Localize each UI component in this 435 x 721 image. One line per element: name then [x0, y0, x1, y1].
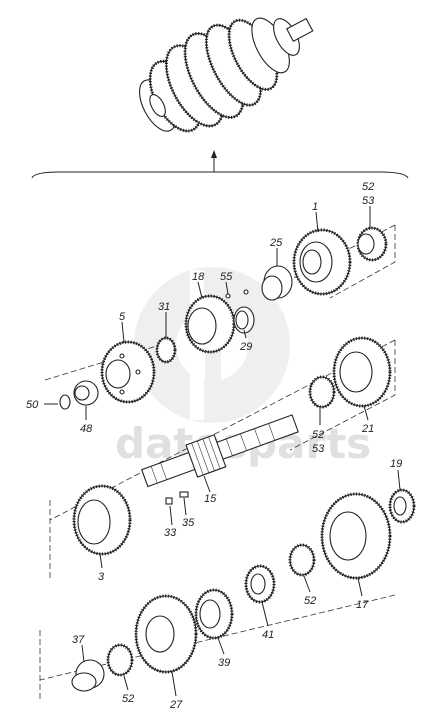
- label-15: 15: [204, 493, 217, 505]
- part-19-ring: [388, 488, 416, 524]
- part-52-needle-bearing-bottom: [106, 643, 134, 677]
- label-5: 5: [119, 311, 126, 323]
- part-18-gear: [184, 294, 236, 354]
- label-3: 3: [98, 571, 105, 583]
- label-27: 27: [169, 699, 183, 711]
- label-52-top: 52: [362, 181, 374, 193]
- label-18: 18: [192, 271, 205, 283]
- label-50: 50: [26, 399, 39, 411]
- label-31: 31: [158, 301, 170, 313]
- assembled-gear-stack: [139, 17, 314, 133]
- label-52-bottom: 52: [122, 693, 134, 705]
- label-53-middle: 53: [312, 443, 325, 455]
- part-50-circlip: [59, 394, 71, 410]
- part-48-bearing: [73, 380, 99, 406]
- assembly-pointer: [31, 150, 409, 179]
- part-55-pins: [225, 289, 249, 299]
- label-52-middle: 52: [312, 429, 324, 441]
- part-52-needle-bearing-top: [356, 226, 388, 262]
- label-19: 19: [390, 458, 402, 470]
- part-29-ring: [233, 306, 255, 334]
- label-25: 25: [269, 237, 283, 249]
- label-37: 37: [72, 634, 85, 646]
- part-27-gear: [134, 594, 198, 674]
- leader-lines: [44, 206, 401, 697]
- label-17: 17: [356, 599, 369, 611]
- label-35: 35: [182, 517, 195, 529]
- label-52-lower: 52: [304, 595, 316, 607]
- part-41-splined-ring: [244, 564, 276, 604]
- part-labels: 1 52 53 25 18 55 31 5 29 50 48 52 53 21 …: [26, 181, 402, 711]
- label-41: 41: [262, 629, 274, 641]
- label-21: 21: [361, 423, 374, 435]
- part-21-gear: [332, 336, 392, 408]
- label-1: 1: [312, 201, 318, 213]
- label-53-top: 53: [362, 195, 375, 207]
- part-52-needle-bearing-lower: [288, 543, 316, 577]
- part-5-synchro-hub: [100, 340, 156, 404]
- label-29: 29: [239, 341, 252, 353]
- label-39: 39: [218, 657, 230, 669]
- part-52-needle-bearing-middle: [308, 375, 336, 409]
- part-37-cup: [71, 659, 105, 692]
- part-15-shaft: [141, 414, 299, 488]
- label-55: 55: [220, 271, 233, 283]
- part-25-cone: [261, 265, 293, 301]
- part-33-35-pins: [165, 491, 189, 505]
- part-1-gear: [292, 228, 352, 296]
- part-39-synchro-ring: [194, 588, 234, 640]
- part-31-ring: [155, 336, 177, 364]
- part-17-gear: [320, 492, 392, 580]
- label-48: 48: [80, 423, 93, 435]
- label-33: 33: [164, 527, 177, 539]
- part-3-synchro-assembly: [72, 484, 132, 556]
